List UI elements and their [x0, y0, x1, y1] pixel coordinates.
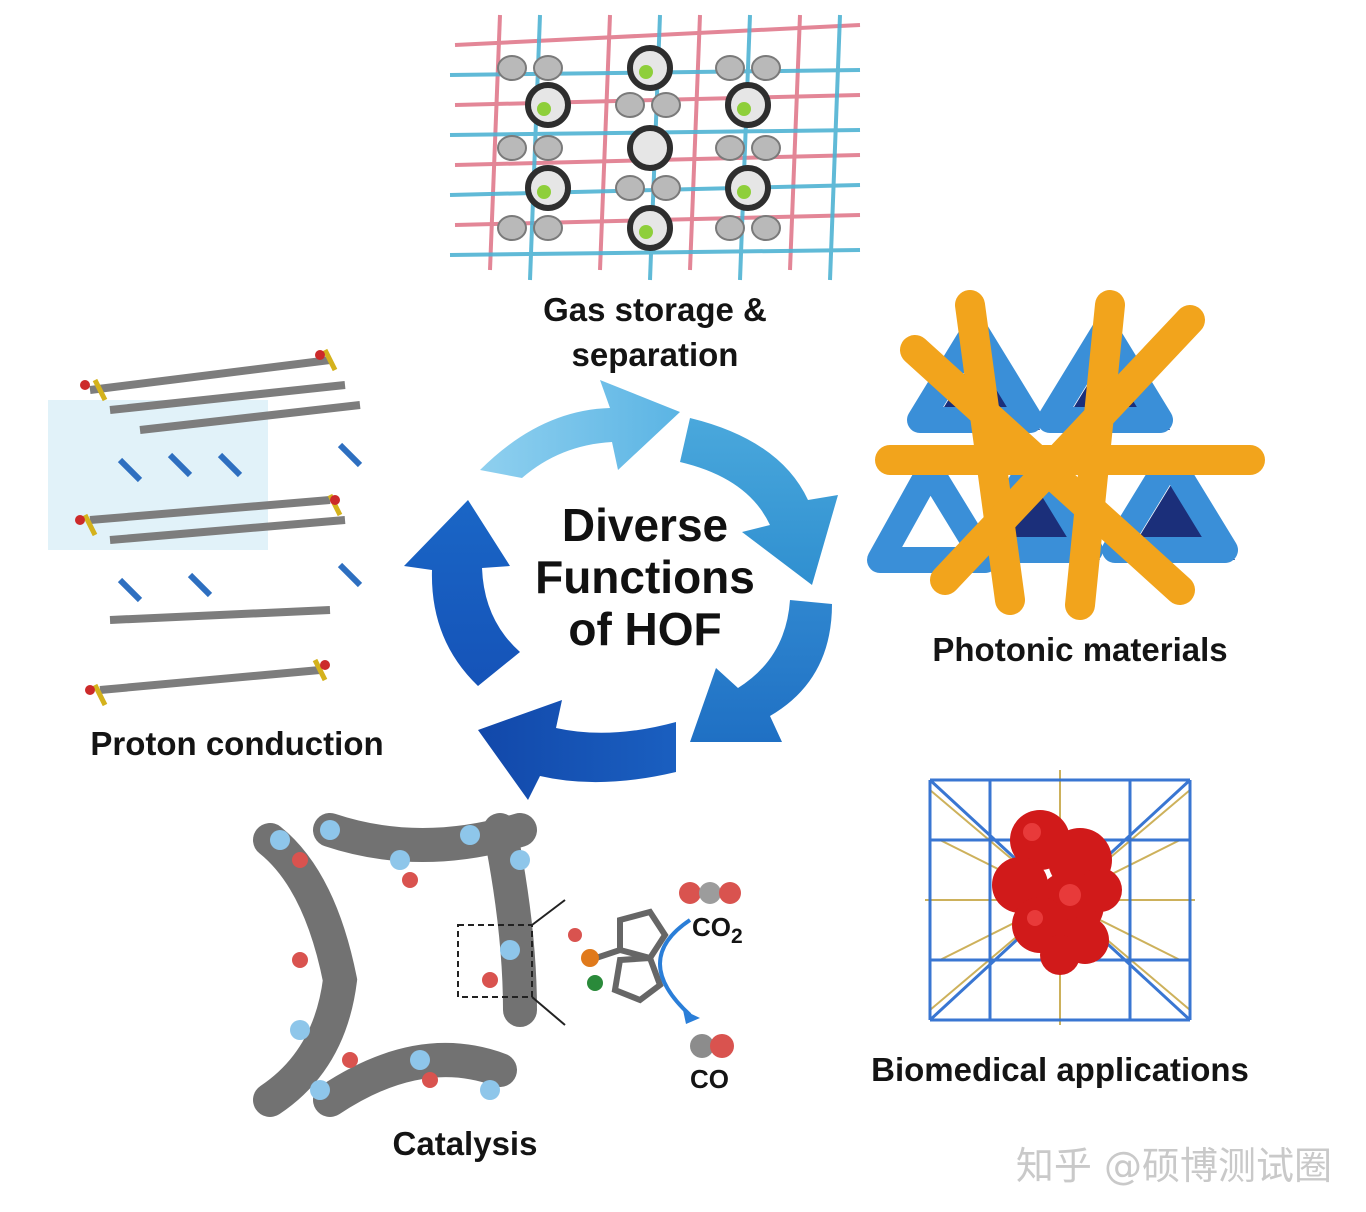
arrow-right-upper	[680, 418, 838, 585]
photonic-label: Photonic materials	[932, 631, 1228, 668]
proton-conduction-label: Proton conduction	[90, 725, 384, 762]
catalysis-label: Catalysis	[392, 1125, 538, 1162]
center-line-1: Diverse	[561, 499, 729, 551]
center-line-3: of HOF	[568, 602, 722, 655]
arrow-top	[480, 380, 680, 478]
gas-storage-label-line2: separation	[571, 335, 739, 373]
gas-storage-label-line1: Gas storage &	[543, 291, 767, 328]
co2-label-subscript: 2	[731, 925, 743, 948]
watermark: 知乎 @硕博测试圈	[1015, 1144, 1332, 1188]
gas-storage-label: Gas storage & separation	[470, 288, 840, 377]
co2-label-main: CO	[692, 912, 731, 942]
center-line-2: Functions	[535, 550, 755, 603]
arrow-right-lower	[690, 600, 832, 742]
biomedical-label: Biomedical applications	[871, 1051, 1249, 1088]
arrow-left	[404, 500, 520, 686]
arrow-bottom	[478, 700, 676, 800]
co-label: CO	[690, 1064, 729, 1094]
center-title: Diverse Functions of HOF	[460, 499, 830, 656]
co2-label: CO2	[692, 910, 743, 948]
